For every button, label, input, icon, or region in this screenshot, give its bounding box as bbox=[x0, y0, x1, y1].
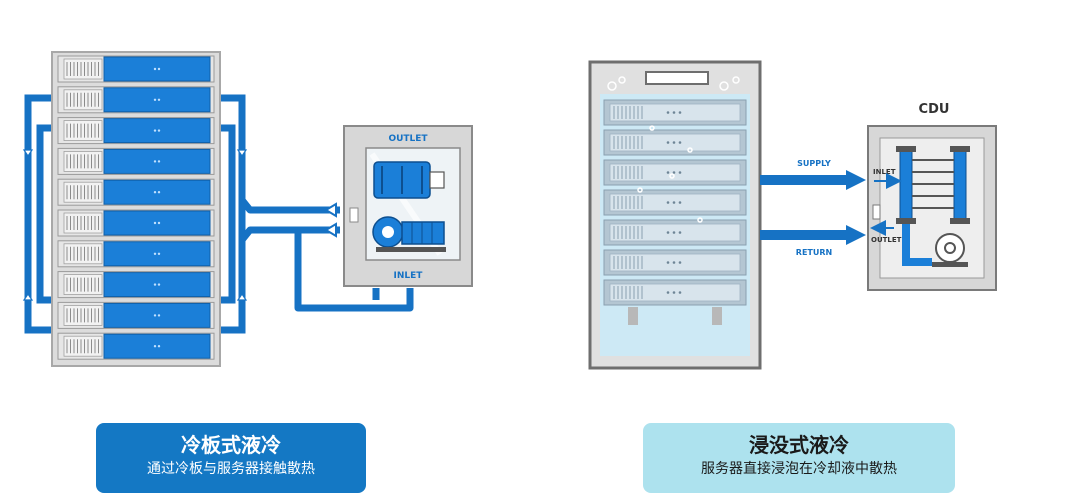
server-unit bbox=[57, 332, 215, 360]
side-flow-arrows bbox=[22, 149, 248, 301]
server-unit bbox=[57, 178, 215, 206]
arrow-right-icon bbox=[846, 170, 866, 190]
server-unit bbox=[57, 240, 215, 268]
supply-return-pipes bbox=[760, 170, 866, 245]
server-unit bbox=[57, 301, 215, 329]
immersed-server-unit bbox=[603, 129, 747, 156]
cold-plate-section: OUTLET INLET bbox=[22, 51, 473, 367]
cold-plate-title: 冷板式液冷 bbox=[181, 433, 281, 457]
cdu-inlet-label: INLET bbox=[873, 168, 896, 176]
outlet-label: OUTLET bbox=[388, 134, 428, 144]
server-unit bbox=[57, 86, 215, 114]
server-unit bbox=[57, 209, 215, 237]
inlet-label: INLET bbox=[394, 271, 424, 281]
immersed-server-unit bbox=[603, 219, 747, 246]
server-stack-immersion bbox=[603, 99, 747, 306]
immersed-server-unit bbox=[603, 159, 747, 186]
arrow-icon bbox=[22, 292, 34, 301]
immersed-server-unit bbox=[603, 249, 747, 276]
arrow-icon bbox=[236, 149, 248, 158]
server-unit bbox=[57, 117, 215, 145]
immersed-server-unit bbox=[603, 279, 747, 306]
unit-latch bbox=[349, 207, 359, 223]
cdu-label: CDU bbox=[919, 102, 950, 117]
server-unit bbox=[57, 271, 215, 299]
tank-handle bbox=[645, 71, 709, 85]
immersed-server-unit bbox=[603, 99, 747, 126]
immersion-caption: 浸没式液冷 服务器直接浸泡在冷却液中散热 bbox=[643, 423, 955, 493]
immersion-subtitle: 服务器直接浸泡在冷却液中散热 bbox=[701, 461, 897, 477]
bubble-icon bbox=[607, 76, 740, 223]
arrow-right-icon bbox=[846, 225, 866, 245]
cold-plate-caption: 冷板式液冷 通过冷板与服务器接触散热 bbox=[96, 423, 366, 493]
server-stack-cold-plate bbox=[57, 55, 215, 360]
heat-exchanger-icon bbox=[896, 146, 970, 224]
supply-label: SUPPLY bbox=[797, 159, 831, 168]
server-unit bbox=[57, 55, 215, 83]
arrow-icon bbox=[236, 292, 248, 301]
heat-exchanger-icon bbox=[373, 161, 445, 199]
immersed-server-unit bbox=[603, 189, 747, 216]
server-unit bbox=[57, 147, 215, 175]
arrow-right-icon bbox=[324, 222, 337, 238]
arrow-right-icon bbox=[324, 202, 337, 218]
rack-side-pipes bbox=[24, 94, 246, 334]
arrow-icon bbox=[22, 149, 34, 158]
immersion-title: 浸没式液冷 bbox=[749, 433, 849, 457]
cold-plate-subtitle: 通过冷板与服务器接触散热 bbox=[147, 461, 315, 477]
return-label: RETURN bbox=[796, 248, 832, 257]
unit-connection-pipes bbox=[239, 197, 414, 312]
pump-icon bbox=[372, 216, 446, 252]
pump-icon bbox=[932, 233, 968, 267]
cdu-outlet-label: OUTLET bbox=[871, 236, 902, 244]
immersion-section: SUPPLY RETURN CDU INLET O bbox=[588, 60, 997, 370]
cooling-diagram: OUTLET INLET bbox=[22, 51, 997, 370]
